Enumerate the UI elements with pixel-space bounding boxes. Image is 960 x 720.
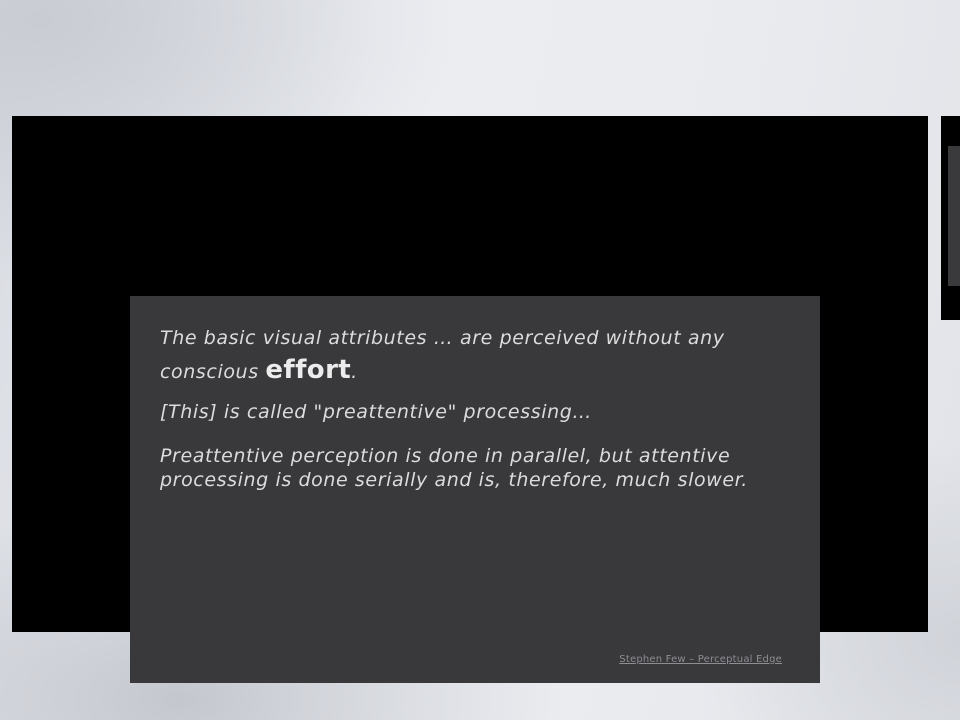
quote-card: The basic visual attributes … are percei…: [130, 296, 820, 683]
current-slide: The basic visual attributes … are percei…: [12, 116, 928, 683]
next-slide-thumbnail[interactable]: [941, 116, 960, 320]
quote-text: The basic visual attributes … are percei…: [160, 322, 800, 512]
quote-paragraph-1-end: .: [351, 361, 358, 383]
quote-paragraph-2: [This] is called "preattentive" processi…: [160, 401, 592, 423]
quote-paragraph-1: The basic visual attributes … are percei…: [160, 322, 800, 388]
next-slide-thumbnail-content: [948, 146, 960, 286]
quote-paragraph-1-text: The basic visual attributes … are percei…: [160, 327, 725, 383]
source-link[interactable]: Stephen Few – Perceptual Edge: [619, 654, 782, 665]
quote-paragraph-3: Preattentive perception is done in paral…: [160, 445, 748, 491]
emphasis-word: effort: [265, 355, 352, 385]
